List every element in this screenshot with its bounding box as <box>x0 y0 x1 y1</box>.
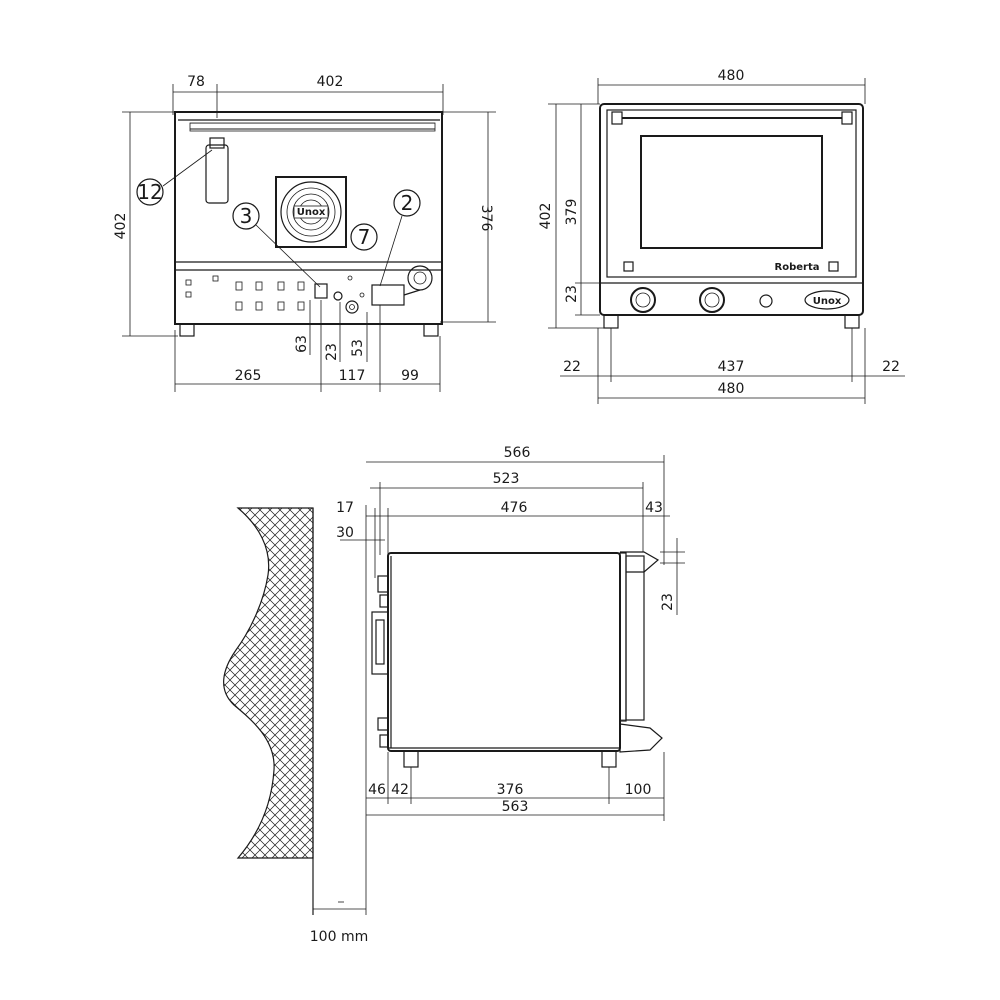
rear-left-dimension: 402 <box>113 111 178 337</box>
side-door-handle <box>620 551 660 573</box>
front-control-panel: Unox <box>630 287 850 313</box>
rear-dim-23: 23 <box>324 343 340 361</box>
rear-body <box>174 111 443 325</box>
front-foot-left <box>603 314 619 329</box>
rear-drain-cap <box>209 137 225 149</box>
rear-dim-402-top: 402 <box>317 74 344 90</box>
front-dim-480-bottom: 480 <box>718 381 745 397</box>
rear-dim-63: 63 <box>294 335 310 353</box>
front-window <box>640 135 823 249</box>
front-hinge-right <box>828 261 839 272</box>
side-dim-563: 563 <box>502 799 529 815</box>
rear-vent-row <box>189 122 436 132</box>
rear-junction-box <box>371 284 405 306</box>
rear-dim-376: 376 <box>478 205 494 232</box>
rear-dim-265: 265 <box>235 368 262 384</box>
side-dim-42: 42 <box>391 782 409 798</box>
side-dim-43: 43 <box>645 500 663 516</box>
front-door <box>606 109 857 278</box>
rear-right-dimension: 376 <box>440 111 496 323</box>
callout-12: 12 <box>136 149 213 206</box>
rear-connector-3 <box>314 283 328 299</box>
side-foot-front <box>601 750 617 768</box>
front-left-dimension: 402 379 23 <box>538 103 605 329</box>
front-top-dimension: 480 <box>597 68 866 104</box>
side-dim-376: 376 <box>497 782 524 798</box>
rear-foot-left <box>179 323 195 337</box>
front-dim-437: 437 <box>718 359 745 375</box>
front-knob-right <box>699 287 725 313</box>
rear-dim-78: 78 <box>187 74 205 90</box>
front-brand-logo: Unox <box>813 296 842 307</box>
side-dim-30: 30 <box>336 525 354 541</box>
callout-12-label: 12 <box>137 180 162 204</box>
side-view: 100 mm 566 523 17 476 43 30 23 <box>223 445 685 945</box>
callout-3-label: 3 <box>240 204 253 228</box>
front-brand-badge <box>804 290 850 310</box>
side-body <box>387 552 621 752</box>
front-hinge-left <box>623 261 634 272</box>
rear-lower-panel <box>185 265 433 314</box>
callout-2: 2 <box>379 189 421 287</box>
wall-hatch <box>223 507 314 859</box>
rear-top-dimension: 78 402 <box>172 74 444 118</box>
rear-dim-53: 53 <box>350 339 366 357</box>
front-dim-22-right: 22 <box>882 359 900 375</box>
front-dim-23: 23 <box>564 285 580 303</box>
callout-2-label: 2 <box>401 191 414 215</box>
side-dim-100: 100 <box>625 782 652 798</box>
side-handle-dimension: 23 <box>660 538 685 615</box>
front-bottom-dimension: 22 437 22 480 <box>560 328 905 404</box>
rear-foot-right <box>423 323 439 337</box>
front-model-label: Roberta <box>775 262 820 273</box>
side-foot-rear <box>403 750 419 768</box>
clearance-label: 100 mm <box>310 929 368 945</box>
callout-7: 7 <box>350 223 378 251</box>
rear-bottom-dimension: 265 117 99 63 23 53 <box>174 300 441 392</box>
callout-3: 3 <box>232 202 321 288</box>
side-dim-46: 46 <box>368 782 386 798</box>
front-dim-402: 402 <box>538 203 554 230</box>
front-body <box>599 103 864 316</box>
side-dim-566: 566 <box>504 445 531 461</box>
side-bottom-dimensions: 46 42 376 100 563 <box>366 752 665 821</box>
front-indicator-light <box>759 294 773 308</box>
rear-dim-117: 117 <box>339 368 366 384</box>
rear-dim-402-left: 402 <box>113 213 129 240</box>
side-dim-523: 523 <box>493 471 520 487</box>
rear-drain-container <box>205 144 229 204</box>
front-knob-left <box>630 287 656 313</box>
front-foot-right <box>844 314 860 329</box>
callout-7-label: 7 <box>358 225 371 249</box>
front-view: 480 402 379 23 Roberta <box>538 68 905 404</box>
side-rear-fittings <box>371 575 389 748</box>
front-dim-480-top: 480 <box>718 68 745 84</box>
side-control-knob <box>619 723 663 753</box>
rear-view: 78 402 402 376 <box>113 74 496 392</box>
rear-brand-logo: Unox <box>297 207 326 218</box>
side-dim-23: 23 <box>660 593 676 611</box>
rear-dim-99: 99 <box>401 368 419 384</box>
wall-clearance: 100 mm <box>310 901 368 945</box>
side-dim-476: 476 <box>501 500 528 516</box>
rear-fan-grille: Unox <box>275 176 347 248</box>
rear-gas-connection <box>345 300 359 314</box>
front-dim-22-left: 22 <box>563 359 581 375</box>
side-top-dimensions: 566 523 17 476 43 30 <box>336 445 670 578</box>
front-dim-379: 379 <box>564 199 580 226</box>
side-dim-17: 17 <box>336 500 354 516</box>
